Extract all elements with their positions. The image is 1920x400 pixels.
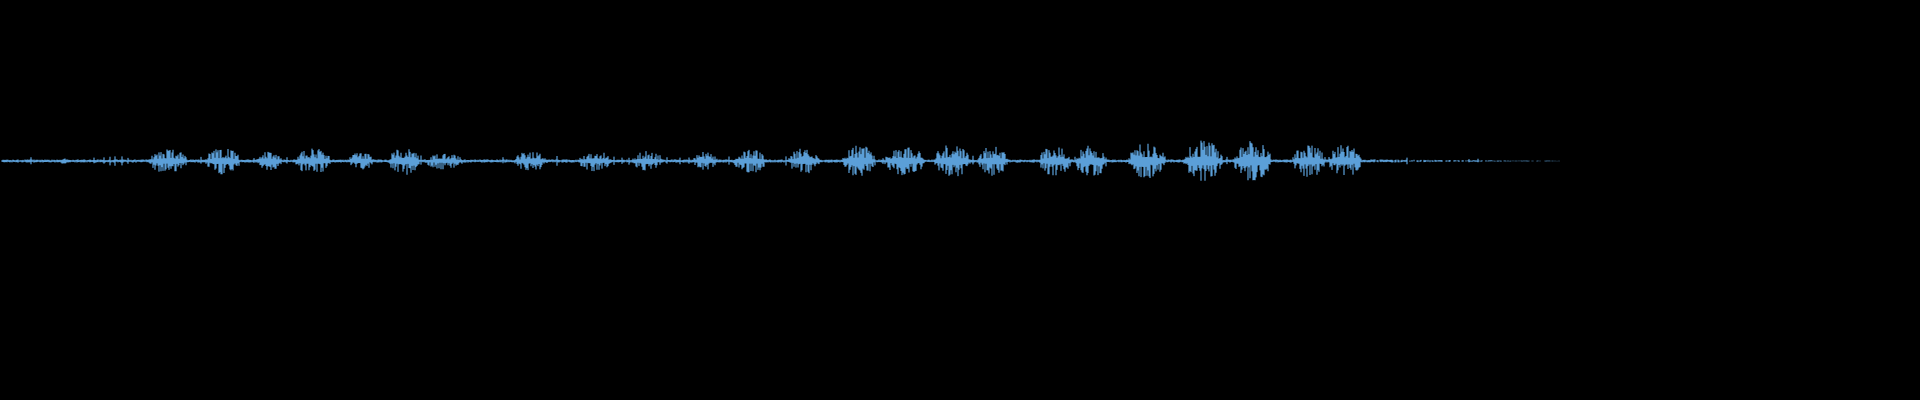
waveform-path [1,140,1560,181]
